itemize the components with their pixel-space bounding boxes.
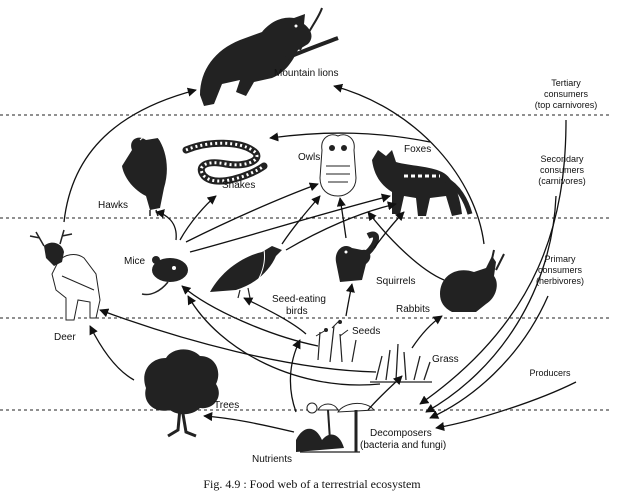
level-secondary-line1: Secondary	[540, 154, 584, 164]
level-producers: Producers	[529, 368, 571, 378]
arrow-seeds-to-birds	[243, 297, 307, 335]
label-nutrients: Nutrients	[252, 454, 292, 465]
owl-illustration	[319, 134, 357, 197]
arrow-mice-to-foxes	[189, 193, 391, 253]
label-seed-eating-birds-line1: Seed-eating	[272, 294, 326, 305]
arrow-rabbits-to-mountain-lions	[333, 83, 485, 245]
hawk-illustration	[122, 134, 167, 217]
arrow-decomposers-to-trees	[203, 412, 295, 433]
level-primary-line2: consumers	[538, 265, 583, 275]
deer-illustration	[29, 229, 101, 321]
arrow-seeds-to-mice	[181, 285, 319, 347]
snake-illustration	[182, 139, 268, 185]
label-mountain-lions: Mountain lions	[274, 68, 338, 79]
decomposers-illustration	[296, 402, 375, 453]
label-hawks: Hawks	[98, 200, 128, 211]
label-decomposers-line1: Decomposers	[370, 428, 432, 439]
level-secondary-line2: consumers	[540, 165, 585, 175]
mountain-lion-illustration	[200, 7, 339, 106]
arrow-grass-to-deer	[99, 308, 377, 373]
level-tertiary-line2: consumers	[544, 89, 589, 99]
rabbit-illustration	[440, 249, 505, 312]
arrow-rabbits-to-owls	[367, 211, 445, 281]
level-tertiary-line3: (top carnivores)	[535, 100, 598, 110]
label-seed-eating-birds-line2: birds	[286, 306, 308, 317]
arrow-decomposers-to-seeds	[289, 339, 301, 413]
label-decomposers-line2: (bacteria and fungi)	[360, 440, 446, 451]
arrow-squirrels-to-owls	[336, 197, 347, 239]
trophic-level-labels: Tertiary consumers (top carnivores) Seco…	[529, 78, 597, 378]
arrow-mice-to-owls	[185, 182, 319, 243]
label-grass: Grass	[432, 354, 459, 365]
mouse-illustration	[141, 256, 188, 296]
level-secondary-line3: (carnivores)	[538, 176, 586, 186]
arrow-birds-to-foxes	[285, 201, 397, 251]
label-foxes: Foxes	[404, 144, 431, 155]
seed-eating-bird-illustration	[210, 246, 282, 299]
arrow-producers-to-decomposers	[435, 381, 577, 432]
label-owls: Owls	[298, 152, 320, 163]
label-snakes: Snakes	[222, 180, 255, 191]
arrow-grass-to-rabbits	[411, 315, 443, 349]
food-web-arrows	[63, 83, 577, 433]
arrow-grass-to-mice	[187, 295, 381, 386]
label-deer: Deer	[54, 332, 76, 343]
label-mice: Mice	[124, 256, 146, 267]
organism-labels: Mountain lions Hawks Snakes Owls Foxes D…	[54, 68, 459, 465]
arrow-tertiary-to-decomposers	[419, 119, 567, 405]
arrow-mice-to-snakes	[179, 195, 217, 241]
seeds-illustration	[315, 319, 357, 363]
arrow-birds-to-owls	[281, 195, 321, 245]
arrow-mice-to-hawks	[155, 209, 177, 241]
squirrel-illustration	[335, 231, 379, 282]
arrow-seeds-to-squirrels	[345, 283, 355, 317]
arrow-deer-to-mountain-lions	[63, 87, 197, 223]
arrow-primary-to-decomposers	[429, 295, 549, 419]
arrow-squirrels-to-foxes	[373, 211, 405, 249]
arrow-foxes-to-snakes	[269, 132, 431, 143]
fox-illustration	[372, 150, 473, 216]
trophic-separators	[0, 114, 612, 411]
label-seeds: Seeds	[352, 326, 380, 337]
tree-illustration	[144, 349, 219, 438]
label-rabbits: Rabbits	[396, 304, 430, 315]
arrow-decomposers-to-grass	[367, 375, 403, 411]
label-squirrels: Squirrels	[376, 276, 415, 287]
level-primary-line3: (herbivores)	[536, 276, 584, 286]
figure-caption: Fig. 4.9 : Food web of a terrestrial eco…	[203, 477, 421, 491]
label-trees: Trees	[214, 400, 239, 411]
arrow-trees-to-deer	[89, 325, 135, 381]
level-primary-line1: Primary	[545, 254, 576, 264]
arrow-secondary-to-decomposers	[425, 195, 557, 413]
level-tertiary-line1: Tertiary	[551, 78, 581, 88]
